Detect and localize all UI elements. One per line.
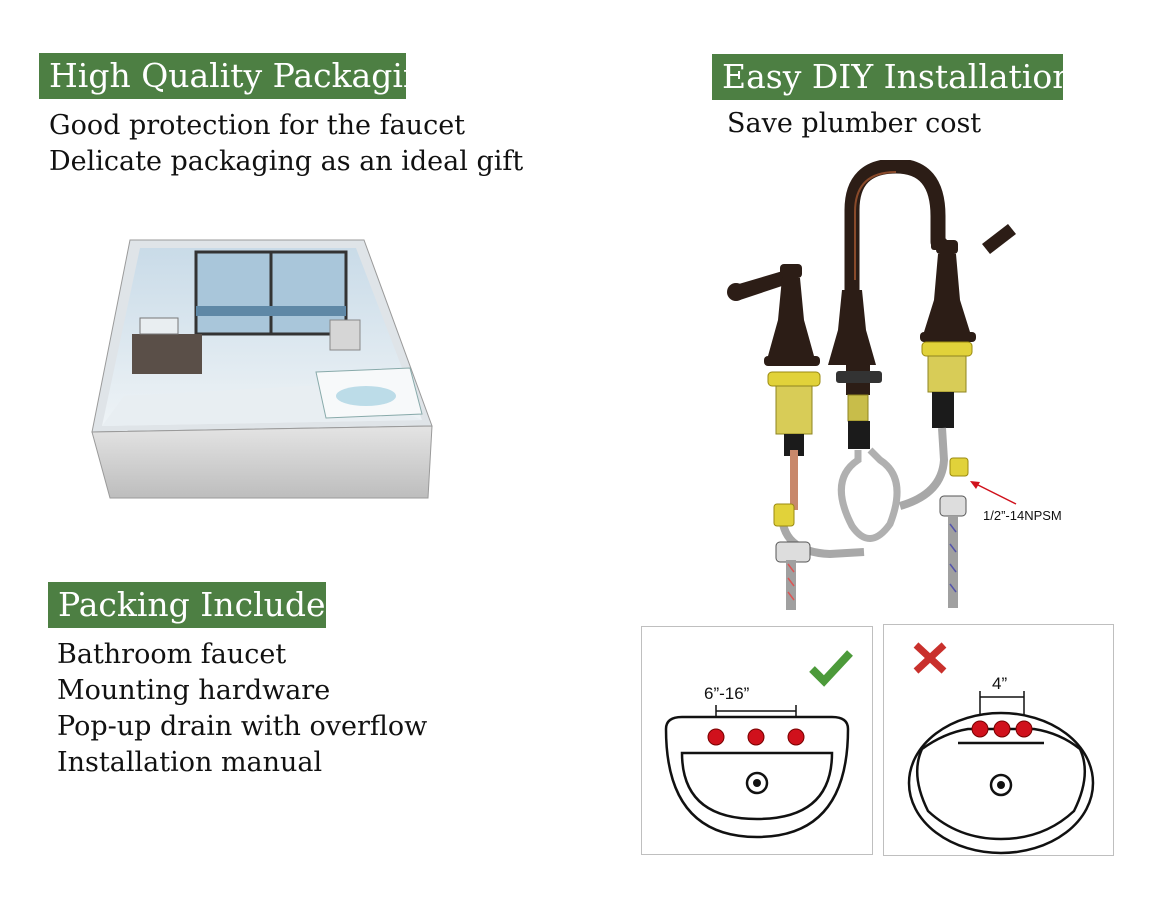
sink-incompatible-diagram: 4” — [907, 642, 1095, 855]
thread-size-label: 1/2”-14NPSM — [983, 508, 1062, 523]
check-icon — [809, 650, 853, 687]
packaging-line: Delicate packaging as an ideal gift — [49, 146, 524, 177]
packaging-box-image — [91, 239, 433, 499]
packing-list: Bathroom faucet Mounting hardware Pop-up… — [57, 637, 427, 781]
packaging-banner: High Quality Packaging — [39, 53, 445, 99]
sink-incompatible-panel: 4” — [883, 624, 1114, 856]
packaging-lines: Good protection for the faucet Delicate … — [49, 108, 523, 180]
spacing-label-compatible: 6”-16” — [704, 684, 750, 703]
spacing-label-incompatible: 4” — [992, 674, 1007, 693]
packing-banner: Packing Include: — [48, 582, 337, 628]
installation-title: Easy DIY Installation — [722, 57, 1074, 96]
sink-compatible-panel: 6”-16” — [641, 626, 873, 855]
installation-subtitle-block: Save plumber cost — [727, 106, 981, 142]
packaging-title: High Quality Packaging — [49, 56, 446, 95]
installation-banner: Easy DIY Installation — [712, 54, 1073, 100]
packing-title: Packing Include: — [58, 585, 337, 624]
packing-item: Installation manual — [57, 747, 323, 778]
faucet-assembly-image: 1/2”-14NPSM — [727, 160, 1062, 610]
packing-item: Bathroom faucet — [57, 639, 287, 670]
sink-compatible-diagram: 6”-16” — [664, 650, 853, 839]
packing-item: Pop-up drain with overflow — [57, 711, 428, 742]
installation-subtitle: Save plumber cost — [727, 108, 982, 139]
packaging-line: Good protection for the faucet — [49, 110, 466, 141]
packing-item: Mounting hardware — [57, 675, 331, 706]
cross-icon — [913, 642, 947, 674]
